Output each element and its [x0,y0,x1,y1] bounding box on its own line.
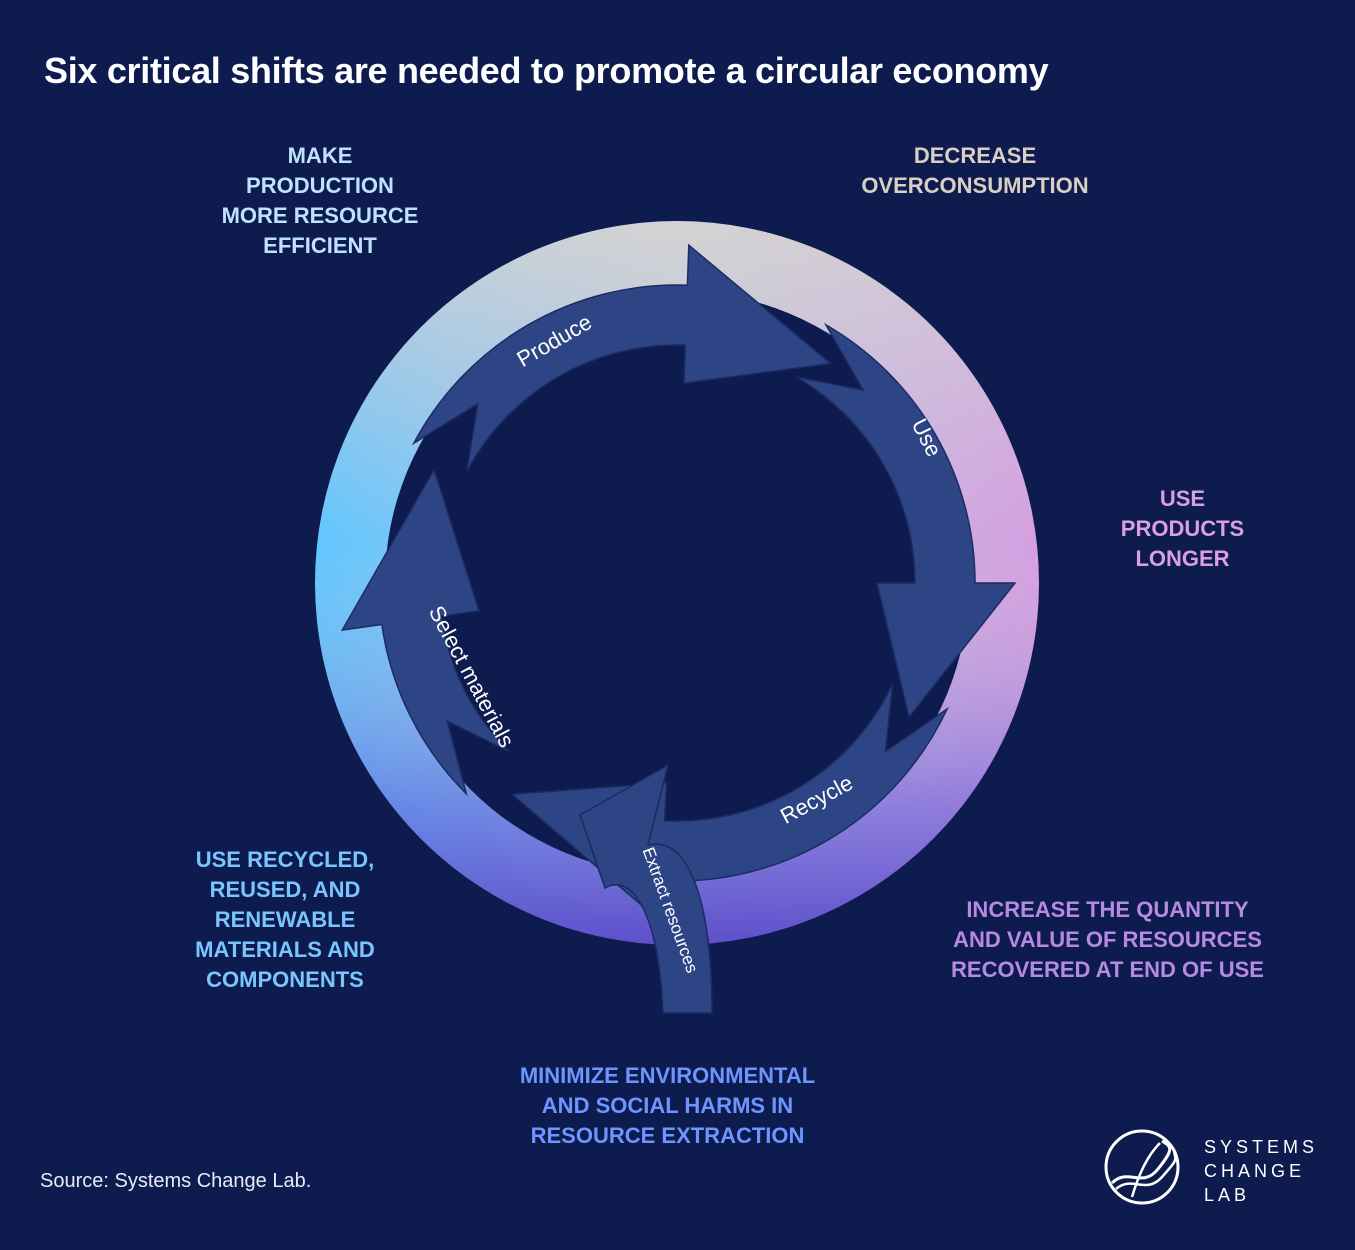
shift-resource-efficient: MAKE PRODUCTION MORE RESOURCE EFFICIENT [221,143,419,258]
page-title: Six critical shifts are needed to promot… [44,50,1049,91]
shift-minimize-harms: MINIMIZE ENVIRONMENTAL AND SOCIAL HARMS … [519,1063,816,1148]
logo-line-1: SYSTEMS [1204,1137,1319,1157]
use-arrow [795,322,1017,719]
shift-increase-recovery: INCREASE THE QUANTITY AND VALUE OF RESOU… [951,897,1264,982]
logo-line-2: CHANGE [1204,1161,1306,1181]
extract-resources-arrow [579,763,713,1014]
produce-arrow [411,243,833,472]
select-materials-arrow [340,467,510,797]
logo-text: SYSTEMS CHANGE LAB [1204,1135,1318,1207]
shift-decrease-overconsumption: DECREASE OVERCONSUMPTION [861,143,1089,198]
logo-line-3: LAB [1204,1185,1251,1205]
shift-use-recycled: USE RECYCLED, REUSED, AND RENEWABLE MATE… [195,847,375,992]
source-note: Source: Systems Change Lab. [40,1170,312,1192]
logo-mark-icon [1104,1129,1180,1205]
shift-use-products-longer: USE PRODUCTS LONGER [1120,486,1245,571]
systems-change-lab-logo: SYSTEMS CHANGE LAB [1102,1127,1322,1217]
